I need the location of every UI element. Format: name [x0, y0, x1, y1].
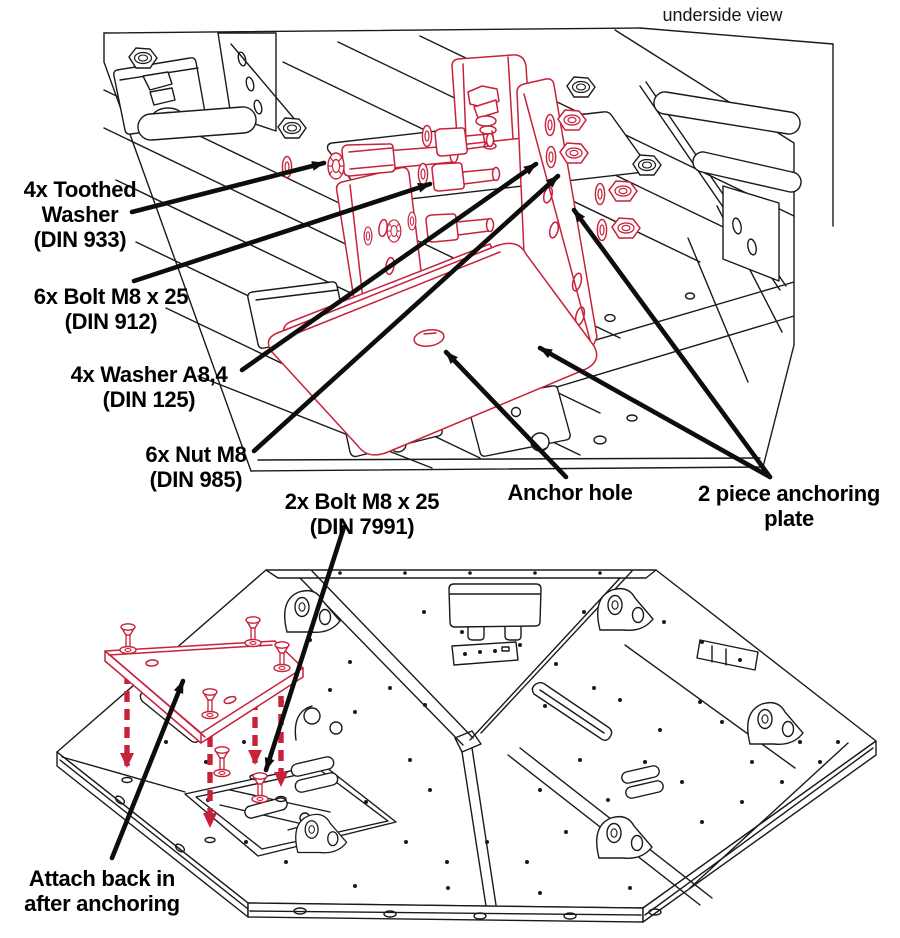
arrow-to-nut-din985: [251, 173, 561, 454]
countersunk-bolt: [119, 623, 137, 655]
arrow-to-plate-upper: [571, 207, 773, 480]
arrow-to-toothed-washer: [129, 160, 327, 215]
anchor-hole: [413, 329, 445, 347]
arrow-to-plate-lower: [537, 345, 773, 480]
callout-bolt-din912: 6x Bolt M8 x 25 (DIN 912): [33, 284, 189, 334]
callout-toothed-washer: 4x Toothed Washer (DIN 933): [23, 177, 137, 252]
bottom-figure: [56, 569, 877, 923]
callout-anchoring-plate: 2 piece anchoring plate: [698, 481, 880, 531]
callout-arrows: [109, 160, 773, 861]
callout-nut-din985: 6x Nut M8 (DIN 985): [145, 442, 247, 492]
callout-bolt-din7991: 2x Bolt M8 x 25 (DIN 7991): [284, 489, 440, 539]
callout-anchor-hole: Anchor hole: [507, 480, 633, 505]
callout-attach-back: Attach back in after anchoring: [24, 866, 180, 916]
panel-holes: [124, 571, 840, 895]
arrow-to-anchor-hole: [443, 349, 569, 480]
view-note: underside view: [662, 5, 783, 25]
arrow-to-bolt-din912: [131, 181, 433, 284]
arrow-to-washer-din125: [239, 161, 539, 373]
triangular-plate: [104, 640, 304, 744]
callout-washer-din125: 4x Washer A8,4 (DIN 125): [70, 362, 228, 412]
arrow-to-bolt-din7991: [263, 524, 347, 773]
top-figure: [103, 27, 834, 472]
anchor-plate-red: [104, 616, 304, 828]
arrow-to-attach-plate: [109, 678, 186, 861]
